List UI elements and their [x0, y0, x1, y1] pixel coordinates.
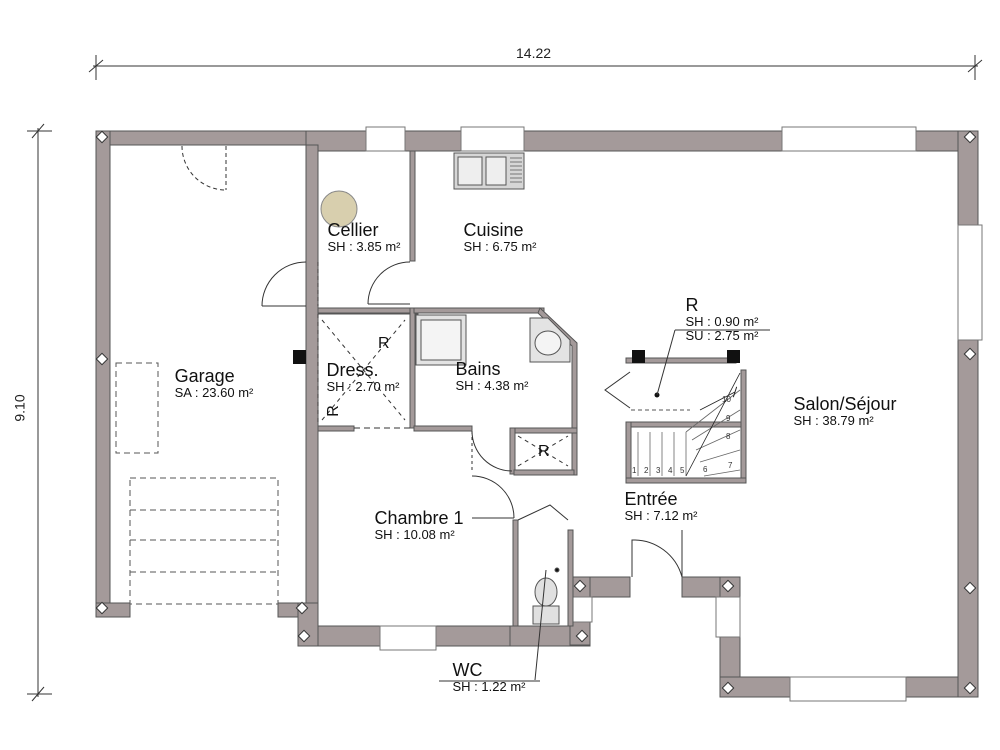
room-area: SH : 10.08 m² — [374, 527, 455, 542]
width-dimension-label: 14.22 — [516, 45, 552, 61]
room-entree: Entrée SH : 7.12 m² — [625, 490, 698, 522]
room-salon: Salon/Séjour SH : 38.79 m² — [793, 395, 896, 427]
room-garage: Garage SA : 23.60 m² — [175, 367, 254, 399]
room-area: SH : 7.12 m² — [624, 508, 698, 523]
room-name: Entrée — [624, 489, 678, 509]
room-dress: Dress. SH : 2.70 m² — [327, 361, 400, 393]
stair-step-number: 6 — [703, 465, 708, 474]
storage-mark-dress-side: R — [324, 405, 342, 417]
structural-posts — [293, 350, 740, 364]
room-name: Salon/Séjour — [793, 394, 897, 414]
room-name: Bains — [455, 359, 501, 379]
stair-step-number: 9 — [726, 414, 731, 423]
doors — [181, 145, 683, 578]
height-dimension-label: 9.10 — [11, 394, 28, 422]
stair-step-number: 2 — [644, 466, 649, 475]
width-dimension-line — [88, 55, 983, 80]
leader-lines — [439, 329, 770, 682]
stair-step-number: 5 — [680, 466, 685, 475]
garage-markings — [115, 362, 279, 605]
room-area: SA : 23.60 m² — [174, 385, 254, 400]
stair-step-number: 3 — [656, 466, 661, 475]
room-name: R — [685, 295, 699, 315]
room-cuisine: Cuisine SH : 6.75 m² — [464, 221, 537, 253]
stair-step-number: 8 — [726, 432, 731, 441]
room-chambre1: Chambre 1 SH : 10.08 m² — [374, 509, 463, 541]
kitchen-sink — [453, 152, 525, 190]
room-name: WC — [452, 660, 483, 680]
room-name: Garage — [174, 366, 235, 386]
stair-step-number: 4 — [668, 466, 673, 475]
room-area: SH : 4.38 m² — [455, 378, 529, 393]
corner-markers — [95, 130, 977, 695]
storage-mark-closet: R — [538, 443, 550, 460]
room-area: SH : 1.22 m² — [452, 679, 526, 694]
staircase — [637, 372, 741, 477]
washbasin — [529, 317, 571, 363]
toilet — [532, 567, 560, 625]
storage-mark-dress-top: R — [378, 335, 390, 352]
room-cellier: Cellier SH : 3.85 m² — [328, 221, 401, 253]
windows — [365, 126, 983, 702]
room-area-usable: SU : 2.75 m² — [685, 328, 759, 343]
room-bains: Bains SH : 4.38 m² — [456, 360, 529, 392]
shower — [415, 314, 467, 366]
room-name: Dress. — [326, 360, 379, 380]
room-area: SH : 0.90 m² — [685, 314, 759, 329]
room-name: Cellier — [327, 220, 379, 240]
room-area: SH : 2.70 m² — [326, 379, 400, 394]
room-stair-storage: R SH : 0.90 m² SU : 2.75 m² — [686, 296, 759, 342]
exterior-walls — [95, 130, 979, 698]
stair-step-number: 1 — [632, 466, 637, 475]
room-area: SH : 3.85 m² — [327, 239, 401, 254]
height-dimension-line — [27, 123, 52, 702]
water-heater — [320, 190, 358, 228]
room-name: Cuisine — [463, 220, 524, 240]
room-name: Chambre 1 — [374, 508, 464, 528]
interior-walls — [317, 150, 747, 627]
room-area: SH : 38.79 m² — [793, 413, 874, 428]
room-wc: WC SH : 1.22 m² — [453, 661, 526, 693]
stair-step-number: 10 — [722, 395, 731, 404]
stair-step-number: 7 — [728, 461, 733, 470]
room-area: SH : 6.75 m² — [463, 239, 537, 254]
